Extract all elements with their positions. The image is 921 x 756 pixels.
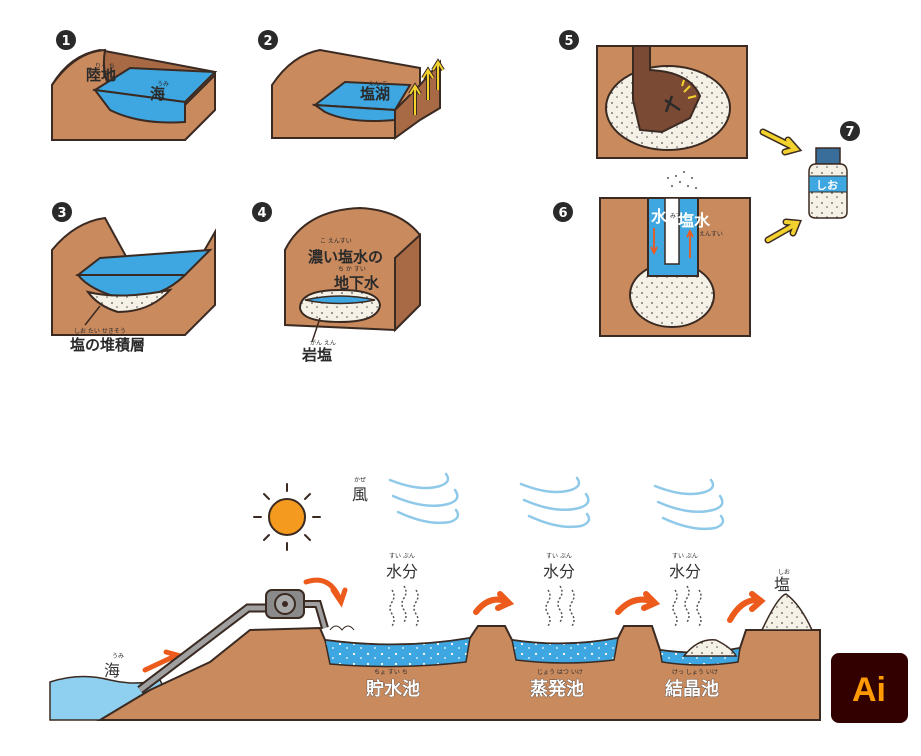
ruby-mizu: みず <box>670 212 682 220</box>
step-number: 1 <box>61 34 70 49</box>
flow-arrow-icon <box>473 591 515 615</box>
wind-icon <box>519 476 591 529</box>
step-3-salt-layer-block: 3 しお たい せきそう 塩の堆積層 <box>51 202 216 354</box>
rock-salt-pocket <box>298 288 382 324</box>
ruby-chosuichi: ちょ すい ち <box>374 669 408 676</box>
ruby-shio-taisekiso: しお たい せきそう <box>74 328 126 335</box>
ruby-shio: しお <box>778 569 790 576</box>
step-number-badge <box>56 30 76 50</box>
pump-icon <box>265 589 305 619</box>
label-crystallization-pond: 結晶池 <box>665 678 719 700</box>
ruby-rikuchi: りく ち <box>95 63 115 70</box>
ai-logo-icon <box>831 653 908 723</box>
ruby-chikasui: ち か すい <box>338 266 366 273</box>
bottle-label-text: しお <box>816 179 838 192</box>
ruby-suibun: すい ぶん <box>546 553 572 560</box>
step-number-badge <box>252 202 272 222</box>
step-number: 3 <box>57 206 66 221</box>
wind-icon <box>388 472 460 525</box>
reservoir-water <box>324 637 471 668</box>
leader-line <box>311 317 321 343</box>
label-salt: 塩 <box>774 575 790 594</box>
step-number: 6 <box>558 206 567 221</box>
salt-pile <box>760 593 814 631</box>
bottle-cap <box>815 147 841 165</box>
step-number: 2 <box>263 34 272 49</box>
step-7-salt-bottle: 7 しお <box>759 121 860 244</box>
wind-icon <box>653 478 725 531</box>
mining-shaft <box>632 45 702 134</box>
step-4-rock-salt-block: 4 こ えんすい 濃い塩水の ち か すい 地下水 がん えん 岩塩 <box>252 202 421 364</box>
step-2-salt-lake-block: 2 えん こ 塩湖 <box>258 30 445 140</box>
ruby-umi: うみ <box>157 81 169 88</box>
ruby-suibun: すい ぶん <box>389 553 415 560</box>
ruby-umi: うみ <box>112 653 124 660</box>
inner-pipe <box>664 197 680 265</box>
label-salt-deposit: 塩の堆積層 <box>70 336 145 354</box>
evaporation-pond-water <box>511 637 619 664</box>
ruby-enko: えん こ <box>368 81 388 88</box>
label-rock-salt: 岩塩 <box>301 346 332 364</box>
salt-field-process: かぜ 風 すい ぶん 水分 すい ぶん 水分 すい ぶん <box>49 472 821 721</box>
label-land: 陸地 <box>86 66 116 84</box>
label-groundwater: 地下水 <box>334 274 380 292</box>
ruby-ensui: えんすい <box>699 231 723 238</box>
step-number: 5 <box>564 34 573 49</box>
brine-up-arrow-icon <box>686 228 694 258</box>
label-moisture: 水分 <box>669 562 701 581</box>
step-1-sea-land-block: 1 りく ち 陸地 うみ 海 <box>51 30 218 141</box>
label-reservoir: 貯水池 <box>366 678 420 700</box>
sea-front <box>92 88 186 124</box>
step-number: 7 <box>845 125 854 140</box>
pickaxe-icon <box>664 95 681 113</box>
step-5-mining-block: 5 <box>559 30 748 159</box>
flow-arrow-icon <box>615 591 661 615</box>
salt-deposit-layer <box>85 288 173 314</box>
ruby-ganen: がん えん <box>310 339 336 347</box>
spray-dots <box>667 171 697 189</box>
flow-arrow-icon <box>727 591 766 623</box>
label-sea: 海 <box>104 661 120 680</box>
ruby-kesshoike: けっ しょう いけ <box>672 669 718 676</box>
flow-arrow-icon <box>303 577 348 608</box>
step-number-badge <box>840 121 860 141</box>
salt-crystals <box>682 639 738 657</box>
label-wind: 風 <box>352 485 368 504</box>
sun-icon <box>253 483 321 551</box>
ruby-johatsuike: じょう はつ いけ <box>537 669 583 676</box>
step-number: 4 <box>257 206 266 221</box>
wind-swirls <box>388 472 725 531</box>
step-number-badge <box>559 30 579 50</box>
splash-icon <box>329 625 355 631</box>
label-concentrated-brine: 濃い塩水の <box>308 248 383 266</box>
label-brine: 塩水 <box>678 211 711 230</box>
brine-layer <box>304 295 376 305</box>
illustrator-badge: Ai <box>831 653 908 723</box>
ruby-kaze: かぜ <box>354 477 366 484</box>
spark-icon <box>681 79 697 99</box>
ruby-koienusi: こ えんすい <box>320 238 352 245</box>
step-number-badge <box>258 30 278 50</box>
label-moisture: 水分 <box>543 562 575 581</box>
step-number-badge <box>52 202 72 222</box>
label-sea: 海 <box>150 85 165 103</box>
label-evaporation-pond: 蒸発池 <box>530 678 584 700</box>
label-water: 水 <box>651 207 668 226</box>
step-6-solution-mining-block: 6 水 みず 塩水 えんすい <box>553 171 751 337</box>
label-salt-lake: 塩湖 <box>360 85 390 103</box>
ai-logo-text: Ai <box>852 671 886 709</box>
ruby-suibun: すい ぶん <box>672 553 698 560</box>
label-moisture: 水分 <box>386 562 418 581</box>
bottle-label <box>808 175 848 193</box>
leader-line <box>84 305 101 326</box>
water-down-arrow-icon <box>650 228 658 256</box>
step-number-badge <box>553 202 573 222</box>
